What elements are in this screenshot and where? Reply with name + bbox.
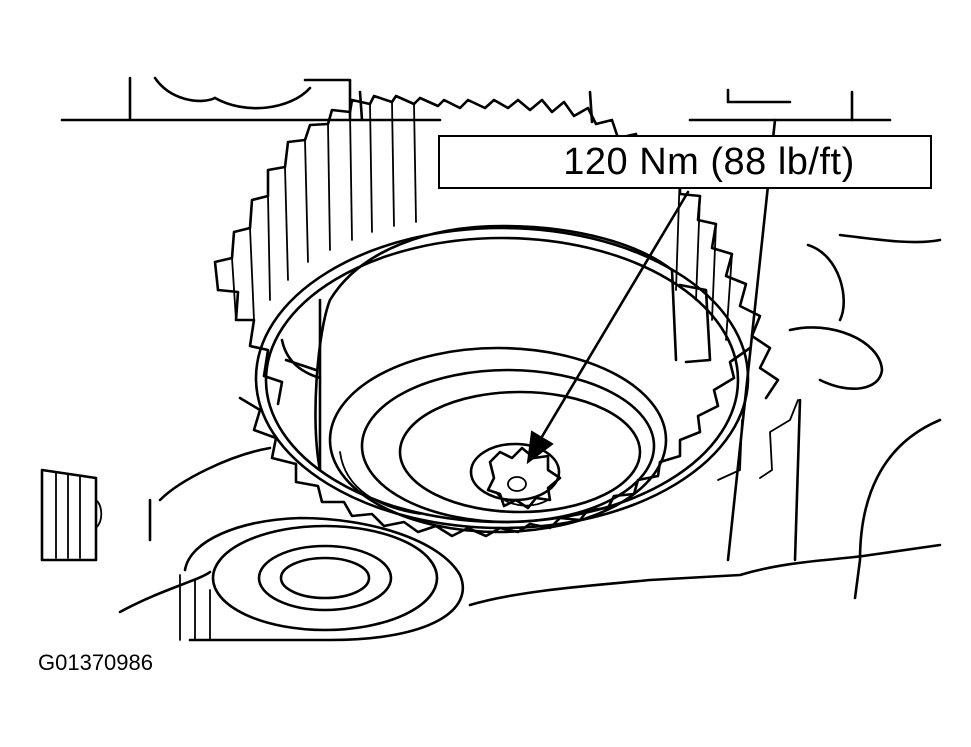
figure-id: G01370986: [38, 650, 153, 675]
leader-arrow: [526, 190, 690, 465]
left-bracket: [40, 468, 103, 562]
torque-label: 120 Nm (88 lb/ft): [563, 140, 855, 183]
hub-recess-rings: [328, 346, 668, 534]
torque-callout: 120 Nm (88 lb/ft): [438, 135, 932, 189]
center-bolt: [469, 442, 562, 510]
tensioner-pulley: [179, 516, 465, 642]
engine-block-outline: [60, 76, 942, 614]
sprocket-hub: [254, 224, 750, 530]
sprocket-teeth: [213, 94, 780, 406]
